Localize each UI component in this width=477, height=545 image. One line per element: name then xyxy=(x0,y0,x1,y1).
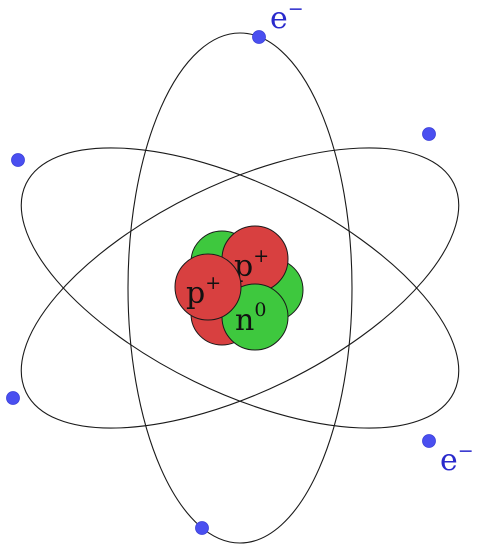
orbit-tilted-down xyxy=(20,147,460,429)
electron-label-top: e− xyxy=(270,0,304,36)
proton-label-left: p+ xyxy=(186,272,221,311)
electron-lower-right xyxy=(422,434,436,448)
electron-lower-left xyxy=(6,391,20,405)
electron-bottom xyxy=(195,521,209,535)
orbit-tilted-up xyxy=(20,147,460,429)
electron-upper-left xyxy=(11,153,25,167)
proton-front-left xyxy=(174,253,242,321)
electron-label-bottom-right: e− xyxy=(440,440,474,478)
electron-top xyxy=(252,30,266,44)
orbit-vertical xyxy=(127,32,353,544)
electron-upper-right xyxy=(422,127,436,141)
neutron-label: n0 xyxy=(235,299,266,338)
